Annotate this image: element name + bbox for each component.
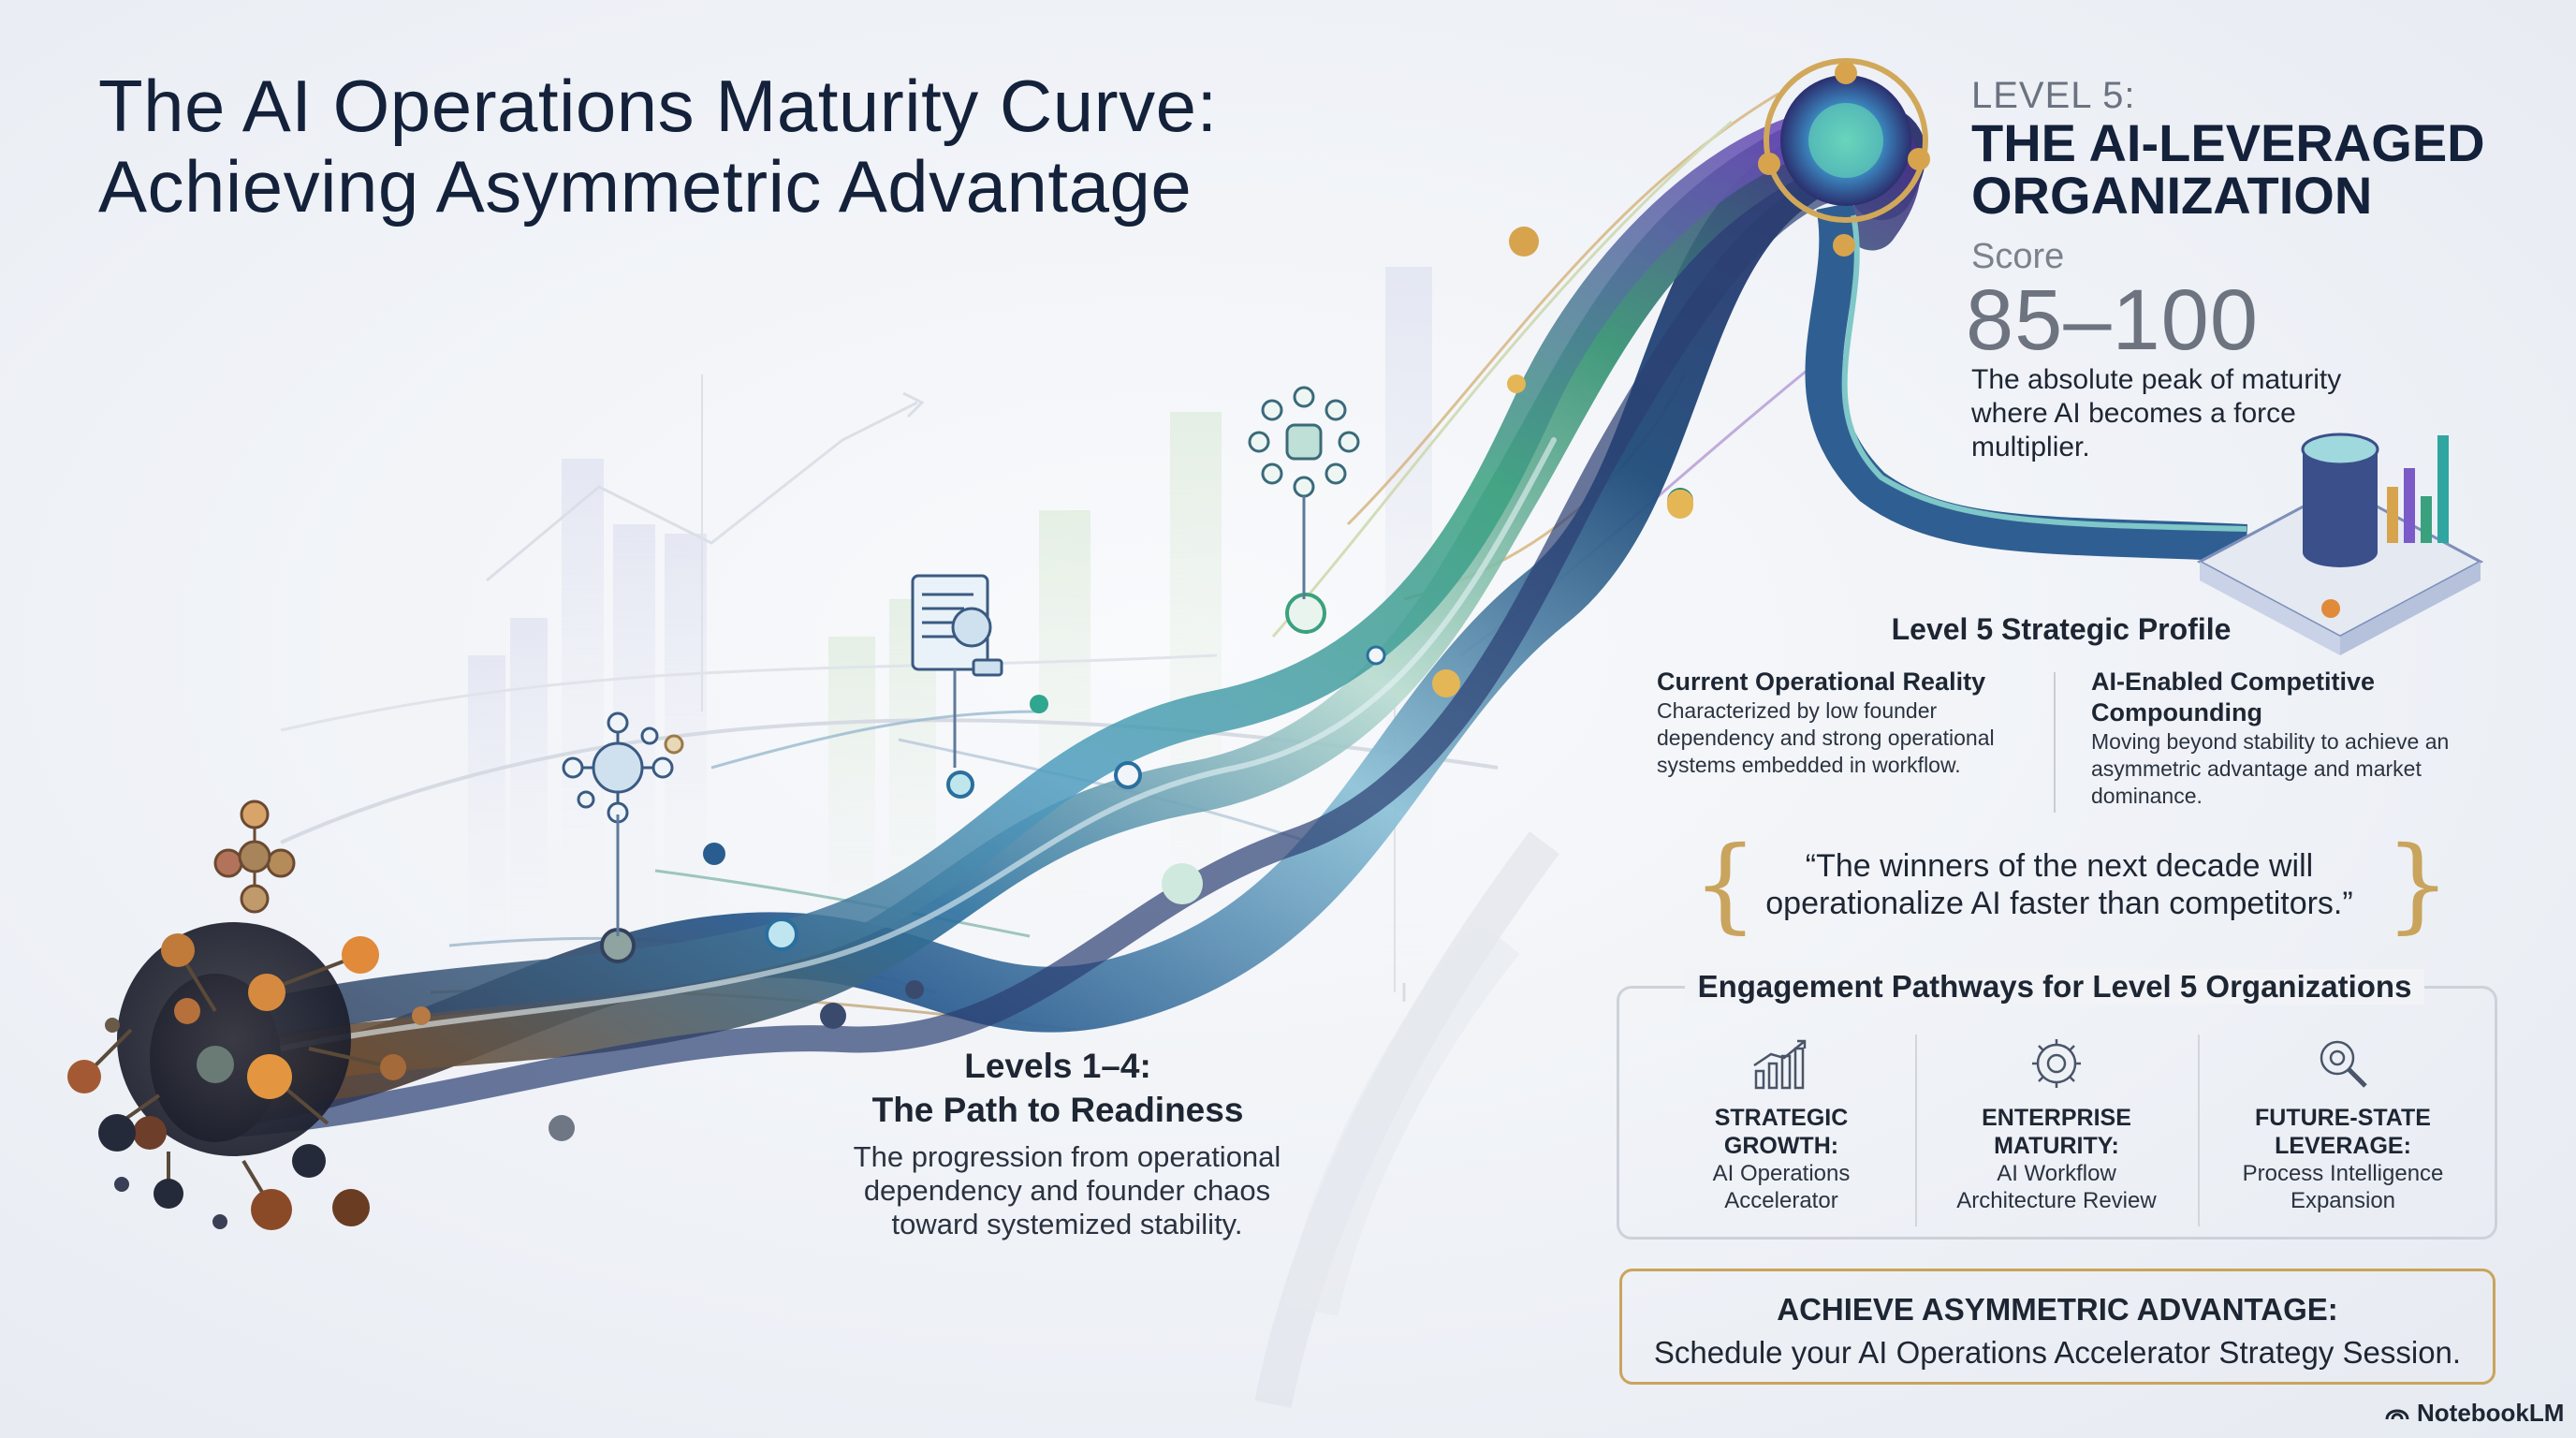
pathway-body-line1: AI Operations bbox=[1712, 1161, 1851, 1186]
pathway-heading-line1: ENTERPRISE bbox=[1982, 1105, 2131, 1131]
levels-heading-line1: Levels 1–4: bbox=[964, 1047, 1151, 1085]
profile-column-body: Moving beyond stability to achieve an as… bbox=[2091, 729, 2450, 808]
cta-body: Schedule your AI Operations Accelerator … bbox=[1653, 1335, 2462, 1370]
pathway-heading-line1: FUTURE-STATE bbox=[2255, 1105, 2431, 1131]
pathway-body-line2: Expansion bbox=[2290, 1188, 2396, 1213]
profile-divider bbox=[2054, 672, 2056, 813]
cta-heading: ACHIEVE ASYMMETRIC ADVANTAGE: bbox=[1777, 1292, 2338, 1327]
quote: “The winners of the next decade will ope… bbox=[1722, 847, 2396, 922]
profile-column-heading: Current Operational Reality bbox=[1657, 668, 1986, 696]
pathway-enterprise-maturity: ENTERPRISE MATURITY: AI Workflow Archite… bbox=[1930, 1028, 2183, 1214]
pathway-heading: STRATEGIC GROWTH: bbox=[1655, 1104, 1908, 1160]
pathway-body: Process Intelligence Expansion bbox=[2217, 1160, 2469, 1214]
level5-description: The absolute peak of maturity where AI b… bbox=[1971, 364, 2342, 462]
profile-column-reality: Current Operational Reality Characterize… bbox=[1657, 667, 2059, 779]
profile-column-heading: AI-Enabled Competitive Compounding bbox=[2091, 668, 2376, 726]
pathway-heading-line2: LEVERAGE: bbox=[2275, 1133, 2411, 1159]
page-title-line2: Achieving Asymmetric Advantage bbox=[98, 145, 1193, 227]
cta-button[interactable]: ACHIEVE ASYMMETRIC ADVANTAGE: Schedule y… bbox=[1619, 1269, 2496, 1385]
profile-title: Level 5 Strategic Profile bbox=[1891, 612, 2232, 646]
pathway-divider bbox=[2198, 1034, 2200, 1226]
profile-column-body: Characterized by low founder dependency … bbox=[1657, 698, 1995, 777]
level5-heading-line1: THE AI-LEVERAGED bbox=[1971, 113, 2485, 172]
pathway-strategic-growth: STRATEGIC GROWTH: AI Operations Accelera… bbox=[1655, 1028, 1908, 1214]
level5-heading: THE AI-LEVERAGED ORGANIZATION bbox=[1971, 117, 2552, 222]
brand-name: NotebookLM bbox=[2417, 1399, 2565, 1427]
pathways-title: Engagement Pathways for Level 5 Organiza… bbox=[1685, 969, 2424, 1005]
levels-1-4-description: The progression from operational depende… bbox=[786, 1140, 1348, 1241]
quote-close-brace: } bbox=[2385, 824, 2451, 944]
pathway-heading-line2: MATURITY: bbox=[1994, 1133, 2119, 1159]
pathway-heading: ENTERPRISE MATURITY: bbox=[1930, 1104, 2183, 1160]
pathway-body: AI Workflow Architecture Review bbox=[1930, 1160, 2183, 1214]
level5-kicker: LEVEL 5: bbox=[1971, 75, 2136, 116]
pathway-body: AI Operations Accelerator bbox=[1655, 1160, 1908, 1214]
notebooklm-logo-icon bbox=[2385, 1399, 2409, 1428]
page-title: The AI Operations Maturity Curve: Achiev… bbox=[98, 66, 1409, 227]
brand-mark: NotebookLM bbox=[2385, 1399, 2564, 1428]
pathway-body-line1: Process Intelligence bbox=[2242, 1161, 2444, 1186]
quote-line1: “The winners of the next decade will bbox=[1805, 848, 2314, 884]
quote-line2: operationalize AI faster than competitor… bbox=[1765, 886, 2353, 921]
levels-desc-line2: dependency and founder chaos bbox=[863, 1174, 1271, 1207]
profile-column-compounding: AI-Enabled Competitive Compounding Movin… bbox=[2091, 667, 2484, 810]
pathway-body-line1: AI Workflow bbox=[1997, 1161, 2116, 1186]
pathway-heading: FUTURE-STATE LEVERAGE: bbox=[2217, 1104, 2469, 1160]
levels-desc-line1: The progression from operational bbox=[853, 1140, 1281, 1173]
score-label: Score bbox=[1971, 237, 2065, 276]
magnifier-icon bbox=[2217, 1028, 2469, 1098]
pathway-heading-line2: GROWTH: bbox=[1723, 1133, 1839, 1159]
score-value: 85–100 bbox=[1966, 272, 2259, 368]
pathway-body-line2: Architecture Review bbox=[1956, 1188, 2157, 1213]
quote-open-brace: { bbox=[1692, 824, 1758, 944]
levels-desc-line3: toward systemized stability. bbox=[891, 1208, 1243, 1240]
pathway-heading-line1: STRATEGIC bbox=[1714, 1105, 1849, 1131]
level5-heading-line2: ORGANIZATION bbox=[1971, 166, 2373, 225]
pathway-body-line2: Accelerator bbox=[1724, 1188, 1838, 1213]
gear-network-icon bbox=[1930, 1028, 2183, 1098]
growth-chart-icon bbox=[1655, 1028, 1908, 1098]
page-title-line1: The AI Operations Maturity Curve: bbox=[98, 65, 1218, 147]
pathway-divider bbox=[1915, 1034, 1917, 1226]
pathway-future-state-leverage: FUTURE-STATE LEVERAGE: Process Intellige… bbox=[2217, 1028, 2469, 1214]
levels-1-4-heading: Levels 1–4: The Path to Readiness bbox=[777, 1044, 1339, 1132]
levels-heading-line2: The Path to Readiness bbox=[871, 1091, 1244, 1129]
